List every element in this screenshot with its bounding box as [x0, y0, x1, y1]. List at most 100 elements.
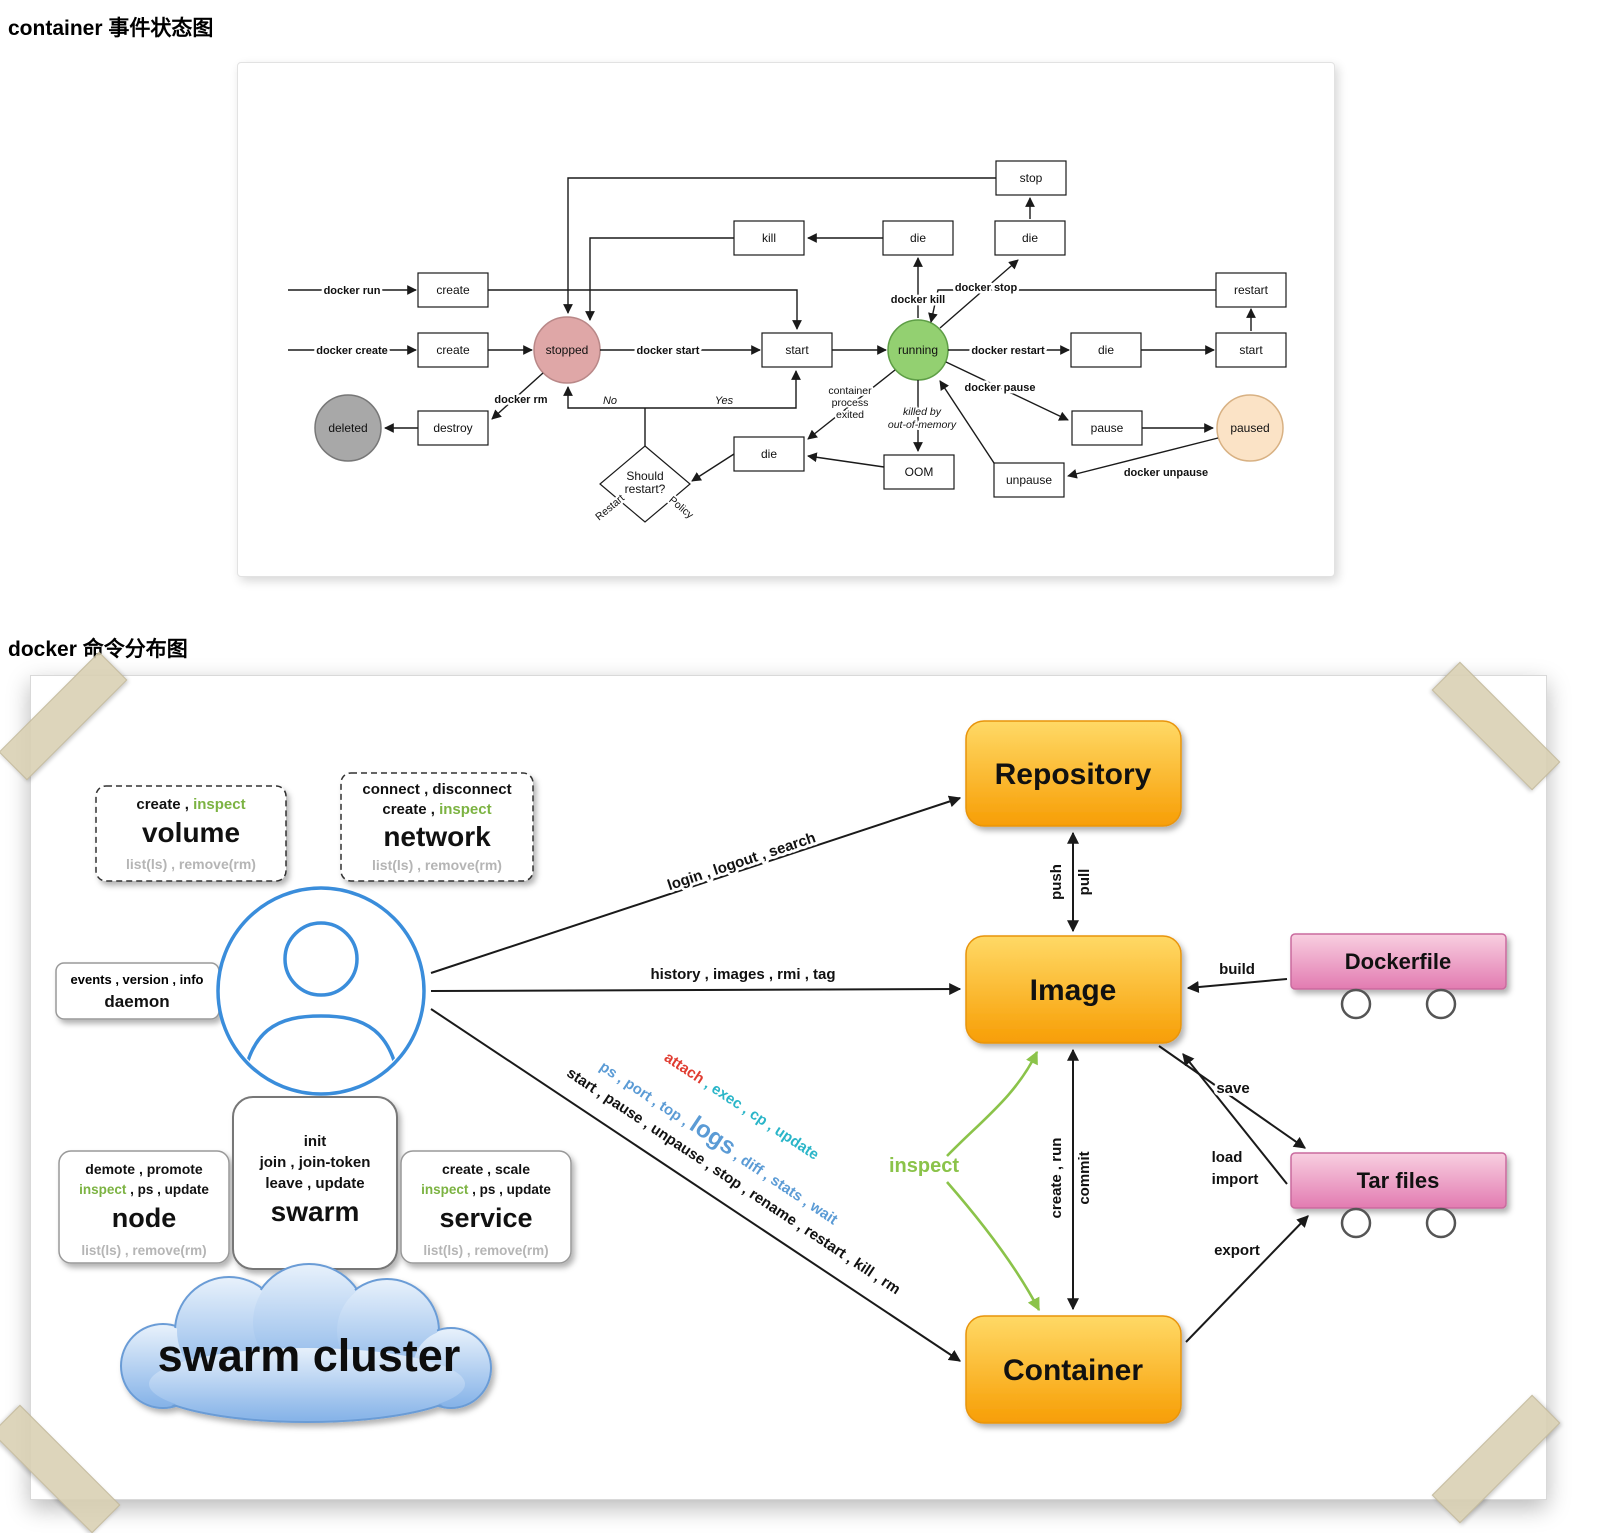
node-inspect: inspect — [79, 1182, 127, 1197]
label-die-stop: die — [1022, 231, 1038, 245]
volume-name: volume — [142, 817, 240, 848]
network-connect: connect , disconnect — [362, 781, 511, 798]
node-name: node — [112, 1203, 177, 1233]
state-deleted — [314, 394, 382, 462]
label-should: Should — [626, 469, 663, 483]
entity-repository: Repository — [965, 720, 1182, 827]
label-start-right: start — [1239, 343, 1263, 357]
label-create-create: create — [436, 343, 470, 357]
label-push: push — [1048, 864, 1065, 900]
diamond-should-restart — [599, 445, 691, 523]
label-docker-stop: docker stop — [955, 282, 1018, 294]
arrow-inspect-image — [946, 1050, 1039, 1157]
label-docker-unpause: docker unpause — [1124, 467, 1208, 479]
entity-dockerfile: Dockerfile — [1290, 933, 1507, 1020]
edge-stop-to-stopped — [563, 177, 996, 314]
box-kill — [733, 220, 805, 256]
edge-die-to-diamond — [691, 453, 735, 482]
edge-restart-to-running — [928, 289, 1216, 323]
label-docker-start: docker start — [637, 345, 700, 357]
edge-docker-stop — [939, 259, 1019, 329]
box-unpause — [993, 462, 1065, 498]
svg-text:inspect , ps , update: inspect , ps , update — [421, 1182, 551, 1197]
edge-no-to-stopped — [563, 386, 645, 409]
tar-files-label: Tar files — [1357, 1168, 1440, 1193]
volume-inspect: inspect — [193, 796, 246, 813]
note-killed-by: killed by — [903, 406, 942, 418]
group-daemon: events , version , info daemon — [55, 962, 220, 1020]
command-diagram-svg: create , inspect volume list(ls) , remov… — [55, 720, 1507, 1424]
note-container: container — [828, 385, 872, 397]
box-destroy — [417, 410, 489, 446]
node-list: list(ls) , remove(rm) — [81, 1243, 206, 1258]
label-die-kill: die — [910, 231, 926, 245]
service-inspect: inspect — [421, 1182, 469, 1197]
swarm-leave: leave , update — [265, 1175, 364, 1192]
label-pull: pull — [1076, 869, 1093, 896]
arrow-user-container — [430, 1008, 961, 1362]
label-restart-q: restart? — [625, 482, 666, 496]
label-docker-rm: docker rm — [494, 394, 547, 406]
label-die-exit: die — [761, 447, 777, 461]
entity-tar-files: Tar files — [1290, 1152, 1507, 1239]
arrow-user-repository — [430, 795, 962, 974]
label-state-stopped: stopped — [546, 343, 589, 357]
box-die-kill — [882, 220, 954, 256]
note-out-of-memory: out-of-memory — [888, 419, 957, 431]
arrow-save — [1158, 1045, 1306, 1149]
label-login-logout-search: login , logout , search — [665, 829, 818, 894]
service-line1: create , scale — [442, 1161, 530, 1177]
network-name: network — [383, 821, 491, 852]
network-create: create , — [382, 801, 439, 818]
image-label: Image — [1030, 974, 1117, 1007]
section-title-state-diagram: container 事件状态图 — [8, 17, 214, 40]
label-restart: restart — [1234, 283, 1269, 297]
label-load: load — [1212, 1149, 1243, 1166]
label-stop: stop — [1020, 171, 1043, 185]
label-pause: pause — [1091, 421, 1124, 435]
arrow-user-image — [430, 983, 962, 996]
label-import: import — [1212, 1171, 1259, 1188]
network-inspect: inspect — [439, 801, 492, 818]
entity-image: Image — [965, 935, 1182, 1044]
swarm-cluster-label: swarm cluster — [158, 1330, 461, 1381]
swarm-join: join , join-token — [259, 1154, 371, 1171]
box-oom — [883, 454, 955, 490]
entity-container: Container — [965, 1315, 1182, 1424]
label-restart-policy-right: Policy — [666, 494, 696, 522]
label-state-paused: paused — [1230, 421, 1269, 435]
label-state-deleted: deleted — [328, 421, 367, 435]
edge-docker-unpause — [1067, 437, 1219, 479]
group-swarm: init join , join-token leave , update sw… — [232, 1096, 398, 1270]
label-docker-create: docker create — [316, 345, 388, 357]
repository-label: Repository — [995, 758, 1152, 791]
state-diagram-svg: docker run docker create docker start do… — [288, 160, 1287, 525]
label-restart-policy-left: Restart — [593, 492, 627, 523]
inspect-label: inspect — [889, 1155, 959, 1177]
svg-text:create , inspect: create , inspect — [382, 801, 491, 818]
svg-text:create , inspect: create , inspect — [136, 796, 245, 813]
volume-cmds: create , — [136, 796, 193, 813]
arrow-build — [1186, 978, 1288, 993]
label-oom: OOM — [905, 465, 934, 479]
note-process: process — [832, 397, 869, 409]
label-unpause: unpause — [1006, 473, 1052, 487]
label-docker-kill: docker kill — [891, 294, 945, 306]
swarm-init: init — [304, 1133, 327, 1150]
edge-docker-rm — [491, 372, 544, 420]
container-label: Container — [1003, 1354, 1143, 1387]
edge-process-exited — [807, 369, 896, 440]
label-create-run: create , run — [1048, 1138, 1065, 1219]
box-die-stop — [994, 220, 1066, 256]
svg-text:inspect , ps , update: inspect , ps , update — [79, 1182, 209, 1197]
edge-kill-to-stopped — [585, 237, 734, 321]
label-export: export — [1214, 1242, 1260, 1259]
swarm-cluster-cloud: swarm cluster — [120, 1263, 492, 1423]
label-docker-run: docker run — [324, 285, 381, 297]
volume-list: list(ls) , remove(rm) — [126, 856, 256, 872]
label-history-images-rmi-tag: history , images , rmi , tag — [650, 966, 835, 983]
label-docker-pause: docker pause — [965, 382, 1036, 394]
box-restart — [1215, 272, 1287, 308]
box-create-create — [417, 332, 489, 368]
group-volume: create , inspect volume list(ls) , remov… — [95, 785, 287, 882]
